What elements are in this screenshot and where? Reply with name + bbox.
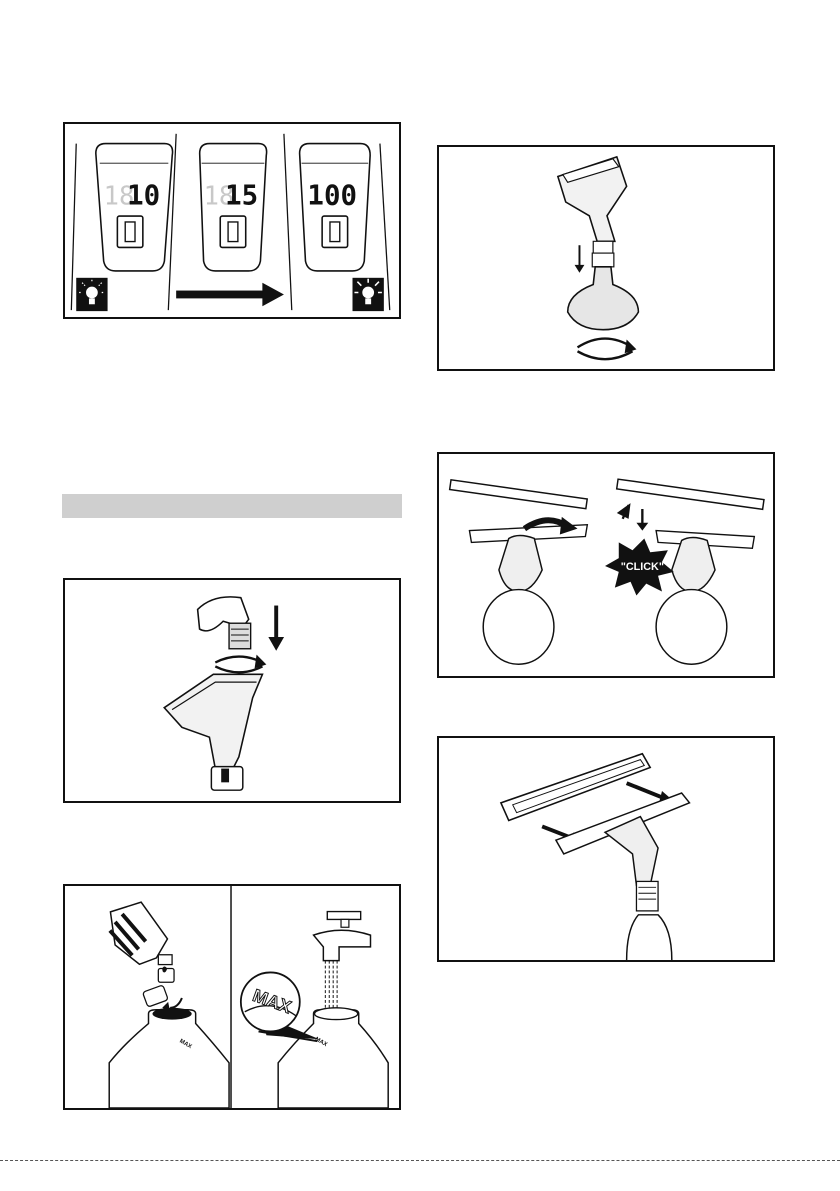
figure-attach-cover	[437, 736, 775, 962]
arrow-right-icon	[176, 283, 284, 307]
readout-value-3: 100	[307, 180, 357, 211]
squeegee-illustration: "CLICK"	[439, 454, 773, 676]
figure-attach-spray-head	[437, 145, 775, 371]
figure-display-panel: 18 10 18 15 100	[63, 122, 401, 319]
device-readout-1: 18 10	[96, 144, 173, 271]
light-bulb-dim-icon	[76, 278, 107, 311]
readout-value-1: 10	[127, 180, 160, 211]
light-bulb-bright-icon	[353, 278, 384, 311]
figure-spray-pump-handle	[63, 578, 401, 803]
spray-head-illustration	[439, 147, 773, 369]
device-readout-2: 18 15	[200, 144, 267, 271]
display-panel-illustration: 18 10 18 15 100	[65, 124, 399, 317]
fill-bottle-illustration: MAX MAX MAX	[65, 886, 399, 1108]
section-header-bar	[62, 494, 402, 518]
detergent-bottle: MAX	[97, 893, 229, 1108]
click-burst-callout: "CLICK"	[605, 538, 674, 595]
device-readout-3: 100	[300, 144, 371, 271]
cover-attach-illustration	[439, 738, 773, 960]
page-bottom-rule	[0, 1160, 840, 1161]
spray-pump-illustration	[65, 580, 399, 801]
click-label: "CLICK"	[621, 561, 664, 573]
readout-value-2: 15	[225, 180, 258, 211]
figure-fill-bottle: MAX MAX MAX	[63, 884, 401, 1110]
figure-attach-squeegee: "CLICK"	[437, 452, 775, 678]
